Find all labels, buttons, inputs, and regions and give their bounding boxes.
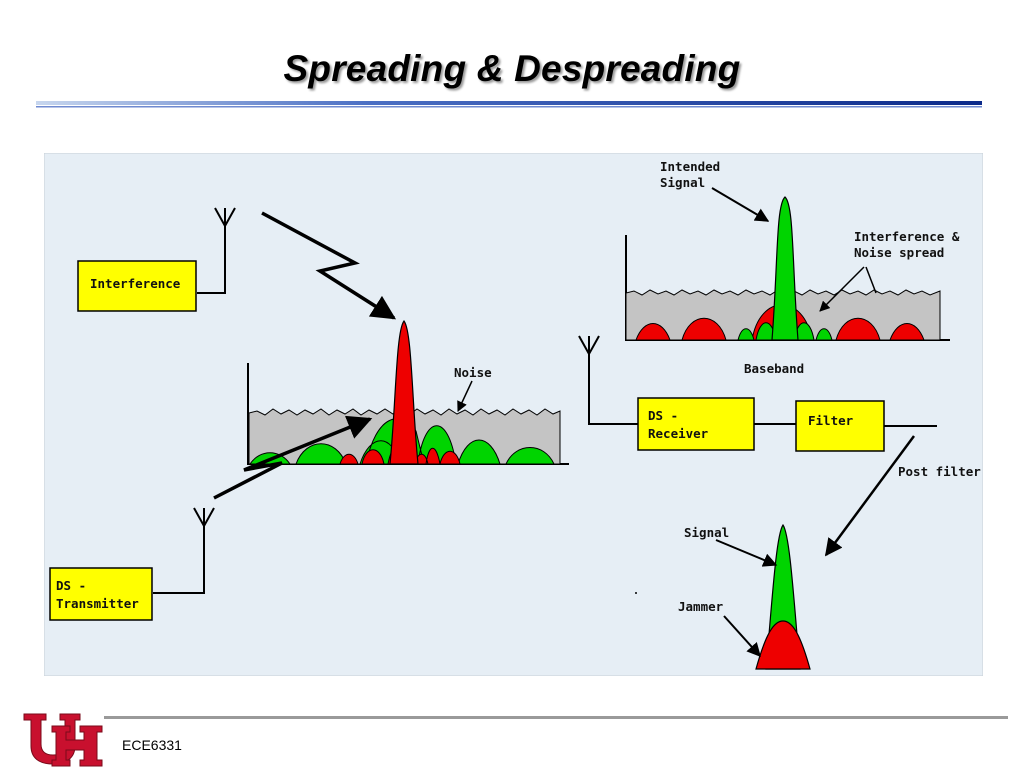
- intended-signal-label-line2: Signal: [660, 175, 705, 190]
- interference-box: Interference: [77, 260, 197, 312]
- transmit-spectrum: Noise: [247, 320, 569, 465]
- despread-intended-signal-peak: [771, 196, 799, 341]
- ds-receiver-label-line1: DS -: [648, 408, 678, 423]
- ds-transmitter-label-line2: Transmitter: [56, 596, 139, 611]
- signal-label: Signal: [684, 525, 729, 540]
- post-filter-label: Post filter: [898, 464, 981, 479]
- slide-title: Spreading & Despreading: [283, 48, 741, 89]
- jammer-label: Jammer: [678, 599, 724, 614]
- noise-label: Noise: [454, 365, 492, 380]
- interference-noise-spread-label-line1: Interference &: [854, 229, 960, 244]
- transmitter-antenna-icon: [153, 507, 215, 594]
- spread-spectrum-diagram: Interference Noise DS - Transmitter Inte…: [44, 153, 983, 676]
- uh-logo-icon: [23, 713, 103, 767]
- ds-transmitter-box: DS - Transmitter: [49, 567, 153, 621]
- interference-noise-spread-label-line2: Noise spread: [854, 245, 944, 260]
- narrowband-jammer-peak: [389, 320, 419, 465]
- footer-divider: [104, 716, 1008, 719]
- post-filter-jammer-hump: [755, 620, 811, 670]
- baseband-label: Baseband: [744, 361, 804, 376]
- ds-transmitter-label-line1: DS -: [56, 578, 86, 593]
- filter-box: Filter: [795, 400, 885, 452]
- ds-receiver-box: DS - Receiver: [637, 397, 755, 451]
- baseband-spectrum: Intended Signal Interference & Noise spr…: [625, 159, 960, 376]
- filter-label: Filter: [808, 413, 854, 428]
- interference-lightning-arrow: [261, 211, 397, 320]
- course-code: ECE6331: [122, 737, 182, 753]
- receiver-antenna-icon: [578, 335, 638, 425]
- intended-signal-label-line1: Intended: [660, 159, 720, 174]
- post-filter-spectrum: Signal Jammer: [678, 523, 811, 670]
- title-divider: [36, 101, 982, 108]
- transmitter-lightning-arrow: [213, 415, 373, 500]
- interference-box-label: Interference: [90, 276, 181, 291]
- baseband-green-sidelobes: [737, 322, 833, 341]
- ds-receiver-label-line2: Receiver: [648, 426, 709, 441]
- interference-antenna-icon: [197, 207, 236, 294]
